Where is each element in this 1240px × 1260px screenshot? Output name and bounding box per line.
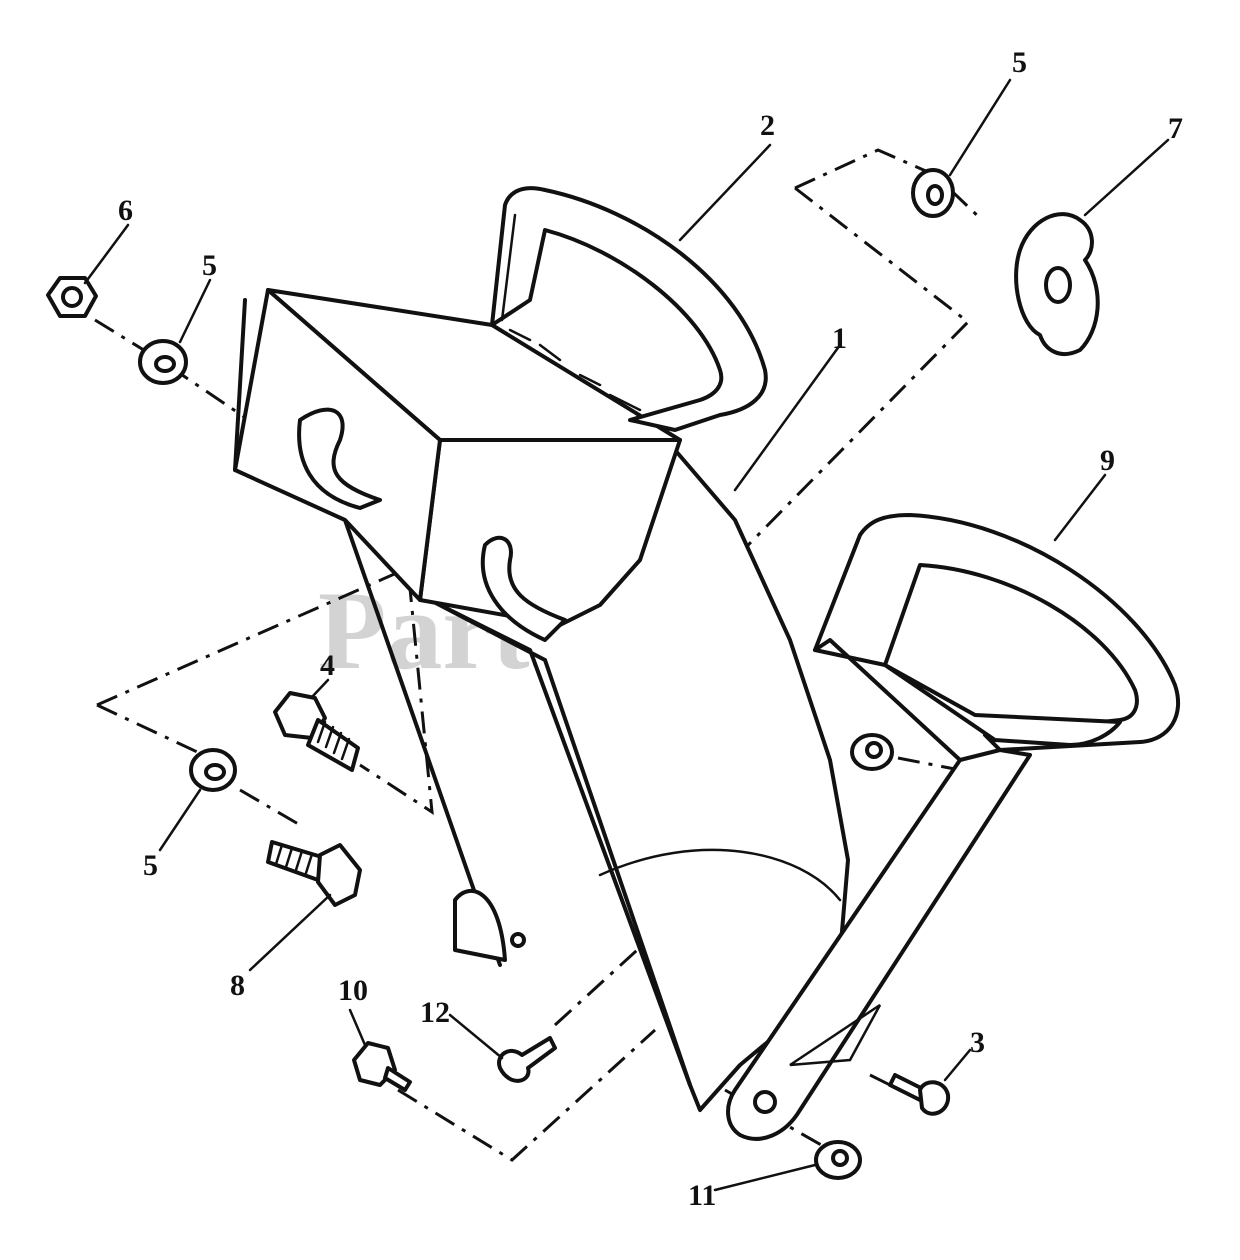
part-9-lower-handle: [726, 513, 1181, 1141]
part-3-bolt: [888, 1073, 951, 1116]
callout-5-top-right: 5: [1012, 46, 1027, 79]
washer-left: [138, 339, 188, 385]
callout-8: 8: [230, 969, 245, 1002]
callout-1: 1: [832, 322, 847, 355]
part-4-flange-bolt: [273, 691, 360, 772]
callout-11: 11: [688, 1179, 716, 1212]
part-5-washers: [138, 168, 955, 792]
callout-labels: 5 7 2 1 9 6 5 4 5 8 10 12 3 11: [118, 46, 1183, 1212]
chute-upper-box: [233, 288, 682, 642]
washer-top-right: [911, 168, 955, 218]
chute-side-nut: [850, 733, 894, 771]
part-12-bolt: [497, 1036, 557, 1083]
part-10-flange-bolt: [352, 1041, 412, 1092]
callout-10: 10: [338, 974, 368, 1007]
callout-5-bottom-left: 5: [143, 849, 158, 882]
part-7-wing-nut: [1014, 212, 1100, 356]
callout-3: 3: [970, 1026, 985, 1059]
part-1-chute-body: [343, 448, 850, 1112]
washer-bottom-left: [189, 748, 237, 792]
callout-7: 7: [1168, 112, 1183, 145]
leader-lines: [83, 78, 1170, 1192]
part-2-upper-handle: [490, 186, 768, 432]
callout-12: 12: [420, 996, 450, 1029]
part-11-flange-nut: [814, 1140, 862, 1180]
part-6-hex-nut: [46, 276, 98, 318]
part-8-hex-bolt: [266, 840, 362, 907]
callout-4: 4: [320, 649, 335, 682]
callout-9: 9: [1100, 444, 1115, 477]
callout-5-left: 5: [202, 249, 217, 282]
callout-6: 6: [118, 194, 133, 227]
callout-2: 2: [760, 109, 775, 142]
